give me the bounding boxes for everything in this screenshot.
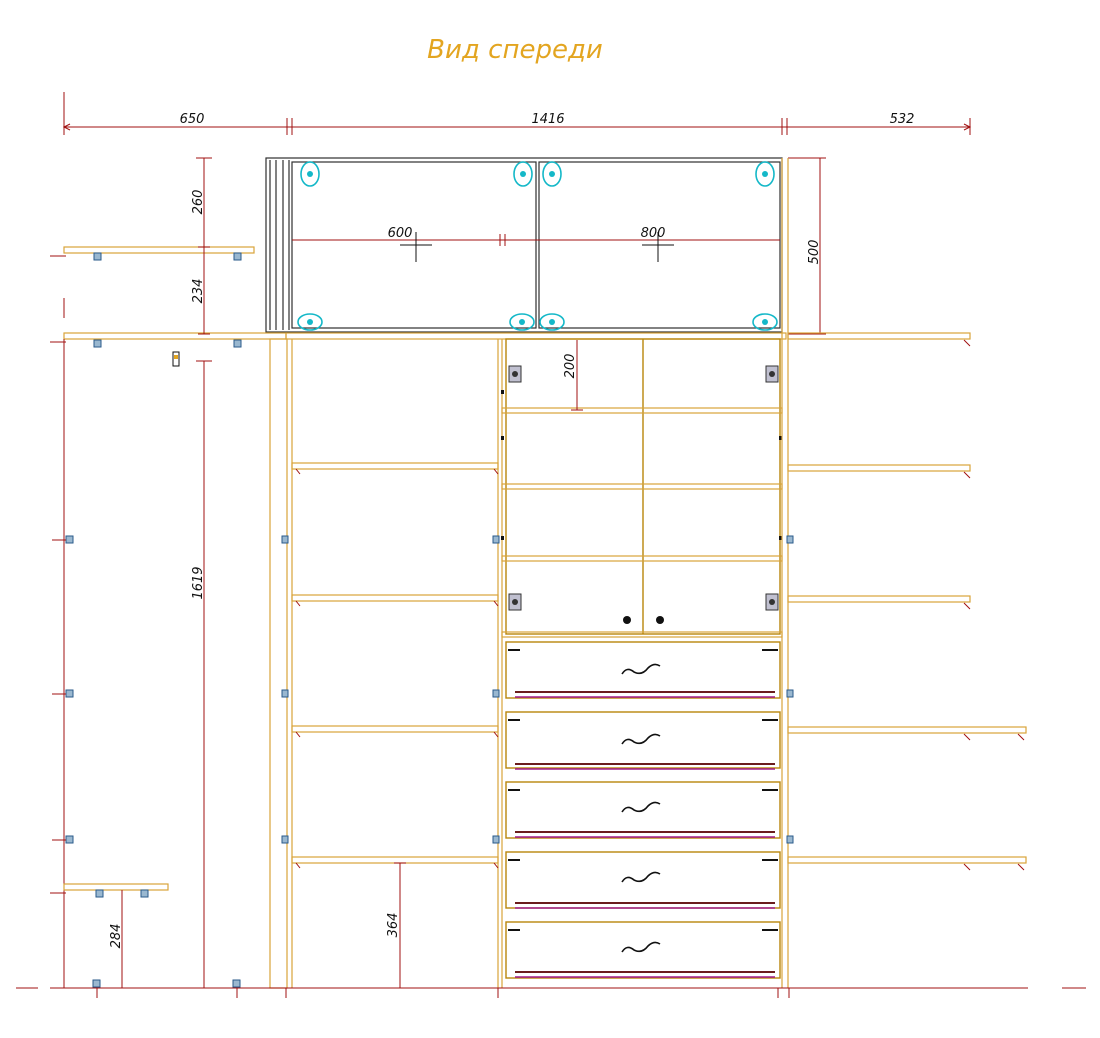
shelf-gap-label: 234	[191, 279, 206, 304]
center-bottom-shelf-label: 364	[386, 913, 401, 938]
drawer-handle-icon	[621, 801, 661, 813]
drawer-handle-icon	[621, 871, 661, 883]
hinge-icon	[300, 161, 320, 187]
hinge-icon	[755, 161, 775, 187]
center-width-label: 1416	[531, 112, 564, 127]
wall-bracket-icon	[492, 689, 500, 698]
upper-cabinet	[265, 157, 783, 333]
shelf-bracket-icon	[140, 889, 149, 898]
left-height-label: 1619	[191, 566, 206, 599]
wall-bracket-icon	[52, 535, 74, 544]
wall-bracket-icon	[492, 835, 500, 844]
drawer-handle-icon	[621, 663, 661, 675]
left-bottom-shelf-label: 284	[109, 924, 124, 949]
door-left-width-label: 600	[388, 226, 413, 241]
floor-line	[16, 987, 1086, 998]
left-section	[50, 157, 288, 989]
shelf-bracket-icon	[95, 889, 104, 898]
top-cabinet-height-dimension	[788, 157, 826, 335]
drawer-handle-icon	[621, 941, 661, 953]
drawing-title: Вид спереди	[427, 35, 603, 65]
drawer[interactable]	[505, 851, 781, 909]
left-width-label: 650	[180, 112, 205, 127]
top-dimension-line	[62, 92, 972, 135]
shelf-bracket-icon	[93, 252, 102, 261]
door-knob-icon	[656, 616, 664, 624]
door-right-width-label: 800	[641, 226, 666, 241]
hinge-icon	[509, 313, 535, 331]
drawer[interactable]	[505, 781, 781, 839]
top-cabinet-height-label: 500	[807, 240, 822, 265]
door-hinge-icon	[508, 365, 522, 383]
center-left-shelving	[281, 332, 787, 988]
hinge-icon	[297, 313, 323, 331]
wall-bracket-icon	[281, 835, 289, 844]
wall-bracket-icon	[52, 835, 74, 844]
drawer[interactable]	[505, 641, 781, 699]
wall-bracket-icon	[492, 535, 500, 544]
drawer[interactable]	[505, 711, 781, 770]
door-hinge-icon	[765, 593, 779, 611]
wall-bracket-icon	[786, 689, 794, 698]
door-hinge-icon	[508, 593, 522, 611]
wall-bracket-icon	[281, 535, 289, 544]
floor-bracket-icon	[92, 979, 101, 988]
shelf-bracket-icon	[233, 339, 242, 348]
hinge-icon	[539, 313, 565, 331]
wall-bracket-icon	[786, 835, 794, 844]
drawer-handle-icon	[621, 733, 661, 745]
shelf-bracket-icon	[233, 252, 242, 261]
floor-bracket-icon	[232, 979, 241, 988]
wall-bracket-icon	[786, 535, 794, 544]
right-section	[781, 158, 1027, 988]
top-shelf-gap-label: 260	[191, 190, 206, 215]
hinge-icon	[752, 313, 778, 331]
hinge-icon	[513, 161, 533, 187]
shelf-bracket-icon	[93, 339, 102, 348]
right-width-label: 532	[890, 112, 915, 127]
door-knob-icon	[623, 616, 631, 624]
drawer-stack	[505, 641, 781, 979]
center-cabinet	[501, 338, 783, 638]
hinge-icon	[542, 161, 562, 187]
wall-bracket-icon	[52, 689, 74, 698]
wall-bracket-icon	[281, 689, 289, 698]
center-top-gap-label: 200	[563, 354, 578, 379]
door-hinge-icon	[765, 365, 779, 383]
drawer[interactable]	[505, 921, 781, 979]
